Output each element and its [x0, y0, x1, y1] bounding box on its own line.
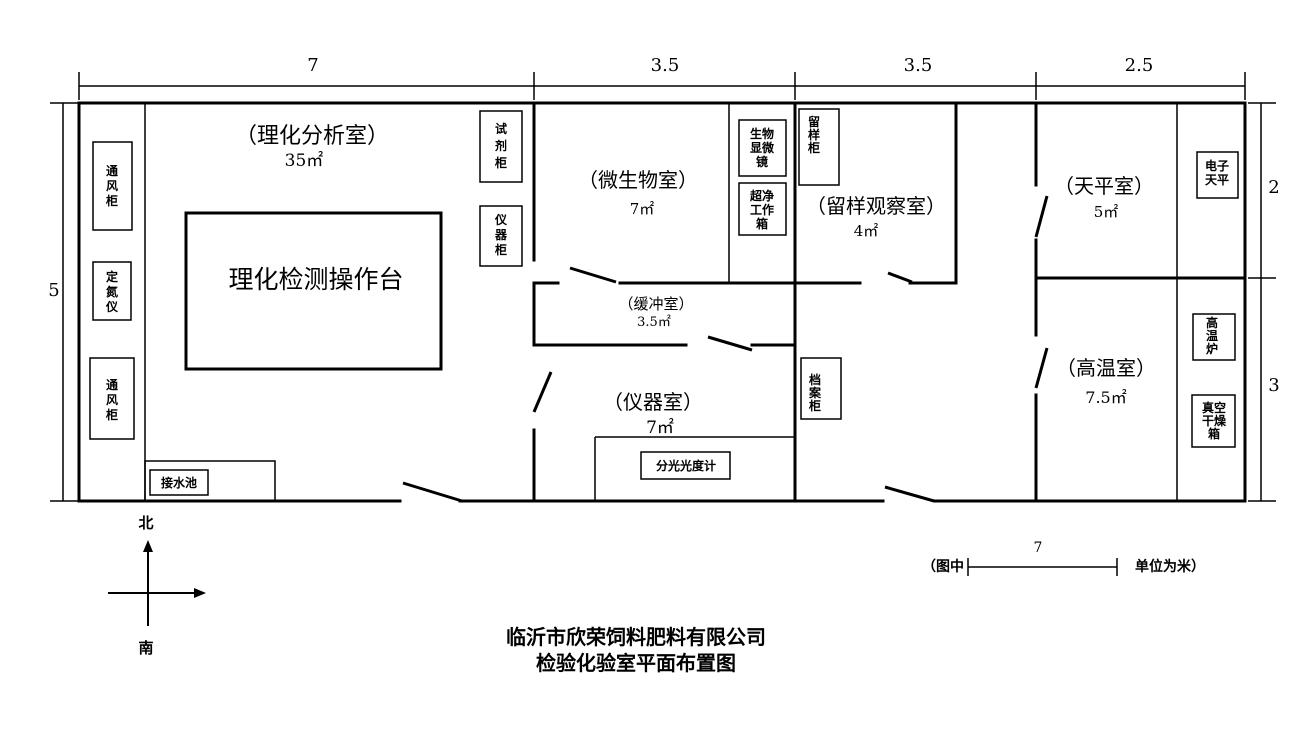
water-sink	[149, 469, 209, 496]
dimension-label-sample: 3.5	[904, 55, 933, 76]
room-name-sample: （留样观察室）	[806, 194, 946, 218]
instrument-cabinet	[479, 205, 523, 267]
title-line-1: 临沂市欣荣饲料肥料有限公司	[506, 625, 766, 649]
nitrogen-analyzer	[92, 261, 132, 321]
inner-thin-lines	[144, 103, 1178, 502]
clean-bench-label-2: 工作	[750, 202, 774, 217]
muffle-furnace	[1192, 313, 1236, 361]
fume-hood-2-label-3: 柜	[105, 407, 118, 422]
scale-bar	[967, 558, 1118, 576]
dimension-label-right-bottom: 3	[1268, 375, 1279, 396]
reagent-cabinet-label-3: 柜	[494, 155, 507, 170]
fume-hood-2-label-1: 通	[106, 377, 118, 392]
dimension-label-balance: 2.5	[1125, 55, 1154, 76]
door-balance	[1034, 195, 1049, 238]
door-hightemp	[1034, 347, 1049, 389]
vacuum-oven-label-3: 箱	[1208, 426, 1220, 441]
archive-cabinet	[800, 357, 842, 420]
nitrogen-analyzer-label-3: 仪	[105, 300, 119, 314]
clean-bench	[738, 182, 787, 236]
microscope	[738, 119, 787, 177]
doors	[402, 195, 1049, 503]
door-buffer	[707, 335, 753, 352]
physchem-table	[184, 211, 443, 371]
compass-south-label: 南	[138, 639, 153, 657]
room-name-balance: （天平室）	[1054, 174, 1154, 198]
reagent-cabinet	[479, 110, 523, 183]
room-area-physchem: 35㎡	[285, 151, 324, 171]
room-area-buffer: 3.5㎡	[637, 315, 671, 330]
room-name-hightemp: （高温室）	[1056, 356, 1156, 380]
water-sink-label: 接水池	[161, 475, 197, 490]
electronic-balance	[1196, 151, 1239, 199]
sample-cabinet-label-2: 样	[808, 127, 820, 142]
door-main-entrance	[402, 481, 463, 503]
dimension-label-left: 5	[48, 280, 59, 301]
sample-cabinet-label-3: 柜	[807, 140, 820, 155]
clean-bench-label-3: 箱	[756, 216, 768, 231]
archive-cabinet-label-2: 案	[808, 385, 822, 400]
compass-north-label: 北	[138, 514, 153, 532]
scale-label-right: 单位为米）	[1135, 558, 1205, 575]
archive-cabinet-label-1: 档	[809, 372, 821, 387]
instrument-cabinet-label-2: 器	[494, 228, 508, 242]
scale-label-left: （图中	[922, 558, 964, 575]
clean-bench-label-1: 超净	[749, 188, 774, 203]
door-instrument	[532, 371, 553, 413]
room-area-hightemp: 7.5㎡	[1085, 388, 1126, 407]
instrument-cabinet-label-3: 柜	[494, 242, 507, 257]
physchem-table-label: 理化检测操作台	[228, 265, 403, 294]
electronic-balance-label-1: 电子	[1205, 158, 1229, 173]
fume-hood-1	[92, 141, 133, 231]
microscope-label-2: 显微	[750, 140, 775, 155]
compass	[108, 540, 206, 626]
furnace-label-1: 高	[1206, 315, 1218, 330]
sample-cabinet	[798, 108, 840, 186]
spectrophotometer	[640, 451, 731, 480]
nitrogen-analyzer-label-2: 氮	[106, 284, 118, 299]
title-line-2: 检验化验室平面布置图	[536, 651, 736, 675]
dimension-label-physchem: 7	[307, 55, 318, 76]
furnace-label-2: 温	[1206, 329, 1218, 343]
scale-value: 7	[1034, 540, 1043, 556]
electronic-balance-label-2: 天平	[1205, 173, 1229, 187]
left-dimension-line	[50, 102, 78, 502]
reagent-cabinet-label-1: 试	[495, 121, 507, 136]
vacuum-oven-label-2: 干燥	[1202, 413, 1227, 428]
dimension-label-micro: 3.5	[651, 55, 680, 76]
fume-hood-2	[89, 357, 135, 440]
room-area-sample: 4㎡	[854, 222, 879, 240]
fume-hood-1-label-3: 柜	[105, 193, 118, 208]
spectrophotometer-label: 分光光度计	[656, 458, 716, 473]
vacuum-oven	[1191, 394, 1236, 448]
room-name-physchem: （理化分析室）	[235, 124, 389, 149]
reagent-cabinet-label-2: 剂	[494, 138, 507, 153]
furnace-label-3: 炉	[1206, 341, 1218, 356]
fume-hood-1-label-1: 通	[106, 163, 118, 178]
room-area-instrument: 7㎡	[646, 418, 674, 438]
room-name-micro: （微生物室）	[578, 168, 698, 192]
room-area-balance: 5㎡	[1094, 203, 1119, 221]
nitrogen-analyzer-label-1: 定	[106, 269, 118, 284]
right-dimension-line	[1248, 102, 1276, 502]
room-area-micro: 7㎡	[630, 200, 655, 218]
archive-cabinet-label-3: 柜	[808, 398, 821, 413]
door-micro	[569, 266, 617, 284]
door-sample	[887, 271, 913, 284]
room-name-instrument: （仪器室）	[603, 390, 703, 414]
instrument-cabinet-label-1: 仪	[494, 213, 508, 227]
dimension-label-right-top: 2	[1268, 177, 1279, 198]
top-dimension-line	[78, 72, 1246, 100]
fume-hood-2-label-2: 风	[106, 393, 118, 407]
door-exit	[884, 485, 935, 503]
microscope-label-3: 镜	[756, 154, 768, 169]
sample-cabinet-label-1: 留	[808, 114, 820, 129]
room-name-buffer: （缓冲室）	[618, 295, 693, 313]
microscope-label-1: 生物	[750, 126, 774, 141]
vacuum-oven-label-1: 真空	[1202, 400, 1226, 415]
fume-hood-1-label-2: 风	[106, 179, 118, 193]
